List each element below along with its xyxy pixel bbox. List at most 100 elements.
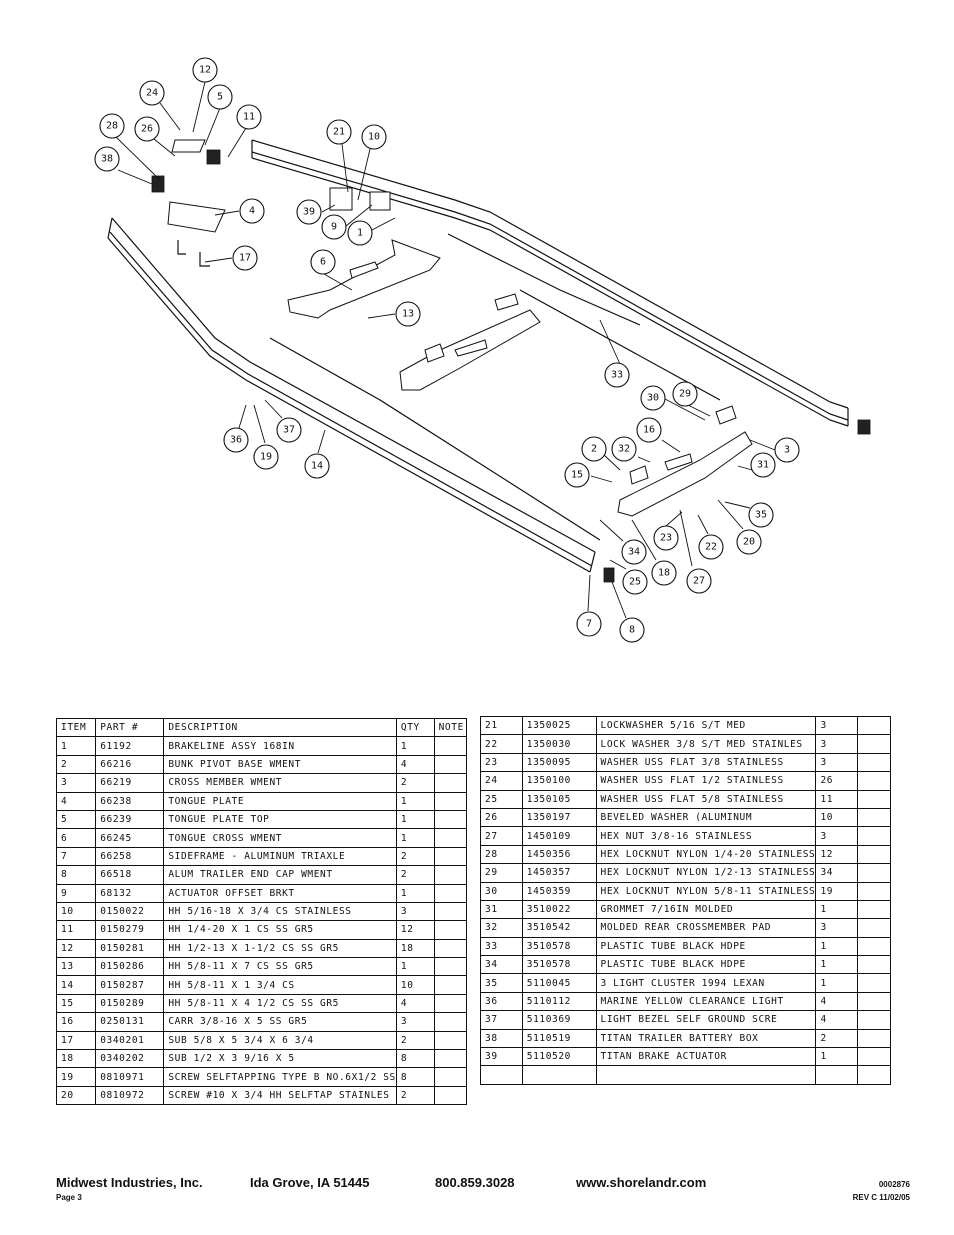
cell-qty: 1 — [815, 973, 859, 993]
svg-text:38: 38 — [101, 154, 113, 165]
svg-text:11: 11 — [243, 112, 255, 123]
cell-qty: 1 — [395, 957, 435, 977]
callout-21: 21 — [326, 119, 352, 145]
cell-description: GROMMET 7/16IN MOLDED — [595, 899, 817, 920]
cell-item: 35 — [480, 973, 523, 993]
cell-qty: 2 — [395, 846, 435, 867]
cell-item: 27 — [480, 826, 523, 846]
cell-part-number: 66238 — [95, 791, 165, 811]
cell-qty: 3 — [815, 734, 859, 754]
cell-note — [857, 752, 891, 773]
cell-item: 37 — [480, 1010, 523, 1030]
cell-description: MOLDED REAR CROSSMEMBER PAD — [595, 918, 817, 938]
callout-6: 6 — [310, 249, 336, 275]
svg-text:31: 31 — [757, 460, 769, 471]
sideframe-upper — [251, 139, 849, 427]
callout-31: 31 — [750, 452, 776, 478]
cell-item: 25 — [480, 789, 523, 809]
cell-note — [433, 1012, 468, 1032]
cell-description: BRAKELINE ASSY 168IN — [163, 736, 397, 756]
cell-item: 36 — [480, 991, 523, 1012]
callout-26: 26 — [134, 116, 160, 142]
cell-part-number: 5110045 — [521, 973, 597, 993]
cell-description: TITAN TRAILER BATTERY BOX — [595, 1028, 817, 1049]
cell-part-number: 5110519 — [521, 1028, 597, 1049]
callout-11: 11 — [236, 104, 262, 130]
cell-qty: 8 — [395, 1067, 435, 1087]
svg-text:15: 15 — [571, 470, 583, 481]
cell-part-number: 61192 — [95, 736, 165, 756]
cell-item: 2 — [55, 754, 97, 775]
cell-description: WASHER USS FLAT 5/8 STAINLESS — [595, 789, 817, 809]
cell-note — [433, 883, 468, 903]
cell-description: ACTUATOR OFFSET BRKT — [163, 883, 397, 903]
cell-item: 14 — [55, 975, 97, 995]
callout-5: 5 — [207, 84, 233, 110]
svg-text:37: 37 — [283, 425, 295, 436]
footer-doc-number: 0002876 — [878, 1180, 910, 1189]
cell-item: 32 — [480, 918, 523, 938]
callout-10: 10 — [361, 124, 387, 150]
cell-description: SUB 5/8 X 5 3/4 X 6 3/4 — [163, 1030, 397, 1051]
cell-description: HEX LOCKNUT NYLON 1/4-20 STAINLESS — [595, 844, 817, 865]
cell-item: 28 — [480, 844, 523, 865]
svg-text:9: 9 — [331, 222, 337, 233]
cell-qty: 2 — [395, 1085, 435, 1106]
callout-27: 27 — [686, 568, 712, 594]
cell-item: 1 — [55, 736, 97, 756]
cell-description: HH 5/8-11 X 7 CS SS GR5 — [163, 957, 397, 977]
svg-text:39: 39 — [303, 207, 315, 218]
svg-text:30: 30 — [647, 393, 659, 404]
cell-qty: 3 — [395, 901, 435, 922]
cell-item: 7 — [55, 846, 97, 867]
cell-part-number: 5110112 — [521, 991, 597, 1012]
callout-35: 35 — [748, 502, 774, 528]
cell-note — [857, 715, 891, 736]
cell-qty: 2 — [395, 773, 435, 793]
cell-qty: 1 — [815, 1047, 859, 1067]
cell-qty: 2 — [395, 1030, 435, 1051]
cell-description: MARINE YELLOW CLEARANCE LIGHT — [595, 991, 817, 1012]
cell-note — [857, 973, 891, 993]
callout-36: 36 — [223, 427, 249, 453]
svg-text:18: 18 — [658, 568, 670, 579]
cell-note — [433, 846, 468, 867]
callout-34: 34 — [621, 539, 647, 565]
cell-note — [433, 938, 468, 959]
cell-part-number: 0150281 — [95, 938, 165, 959]
cell-item: 3 — [55, 773, 97, 793]
svg-text:25: 25 — [629, 577, 641, 588]
footer-revision: REV C 11/02/05 — [852, 1193, 910, 1202]
cell-item: 12 — [55, 938, 97, 959]
svg-text:8: 8 — [629, 625, 635, 636]
cell-item: 34 — [480, 955, 523, 975]
cell-part-number: 68132 — [95, 883, 165, 903]
callout-28: 28 — [99, 113, 125, 139]
cell-note — [857, 1047, 891, 1067]
cell-part-number: 3510542 — [521, 918, 597, 938]
callout-4: 4 — [239, 198, 265, 224]
cell-item: 38 — [480, 1028, 523, 1049]
callout-9: 9 — [321, 214, 347, 240]
cell-description: TITAN BRAKE ACTUATOR — [595, 1047, 817, 1067]
cell-qty: 3 — [815, 752, 859, 773]
callout-3: 3 — [774, 437, 800, 463]
cell-description: BEVELED WASHER (ALUMINUM — [595, 807, 817, 828]
cell-part-number: 66245 — [95, 828, 165, 848]
cell-part-number: 1450356 — [521, 844, 597, 865]
cell-part-number: 1350025 — [521, 715, 597, 736]
cell-item: 17 — [55, 1030, 97, 1051]
svg-text:3: 3 — [784, 445, 790, 456]
